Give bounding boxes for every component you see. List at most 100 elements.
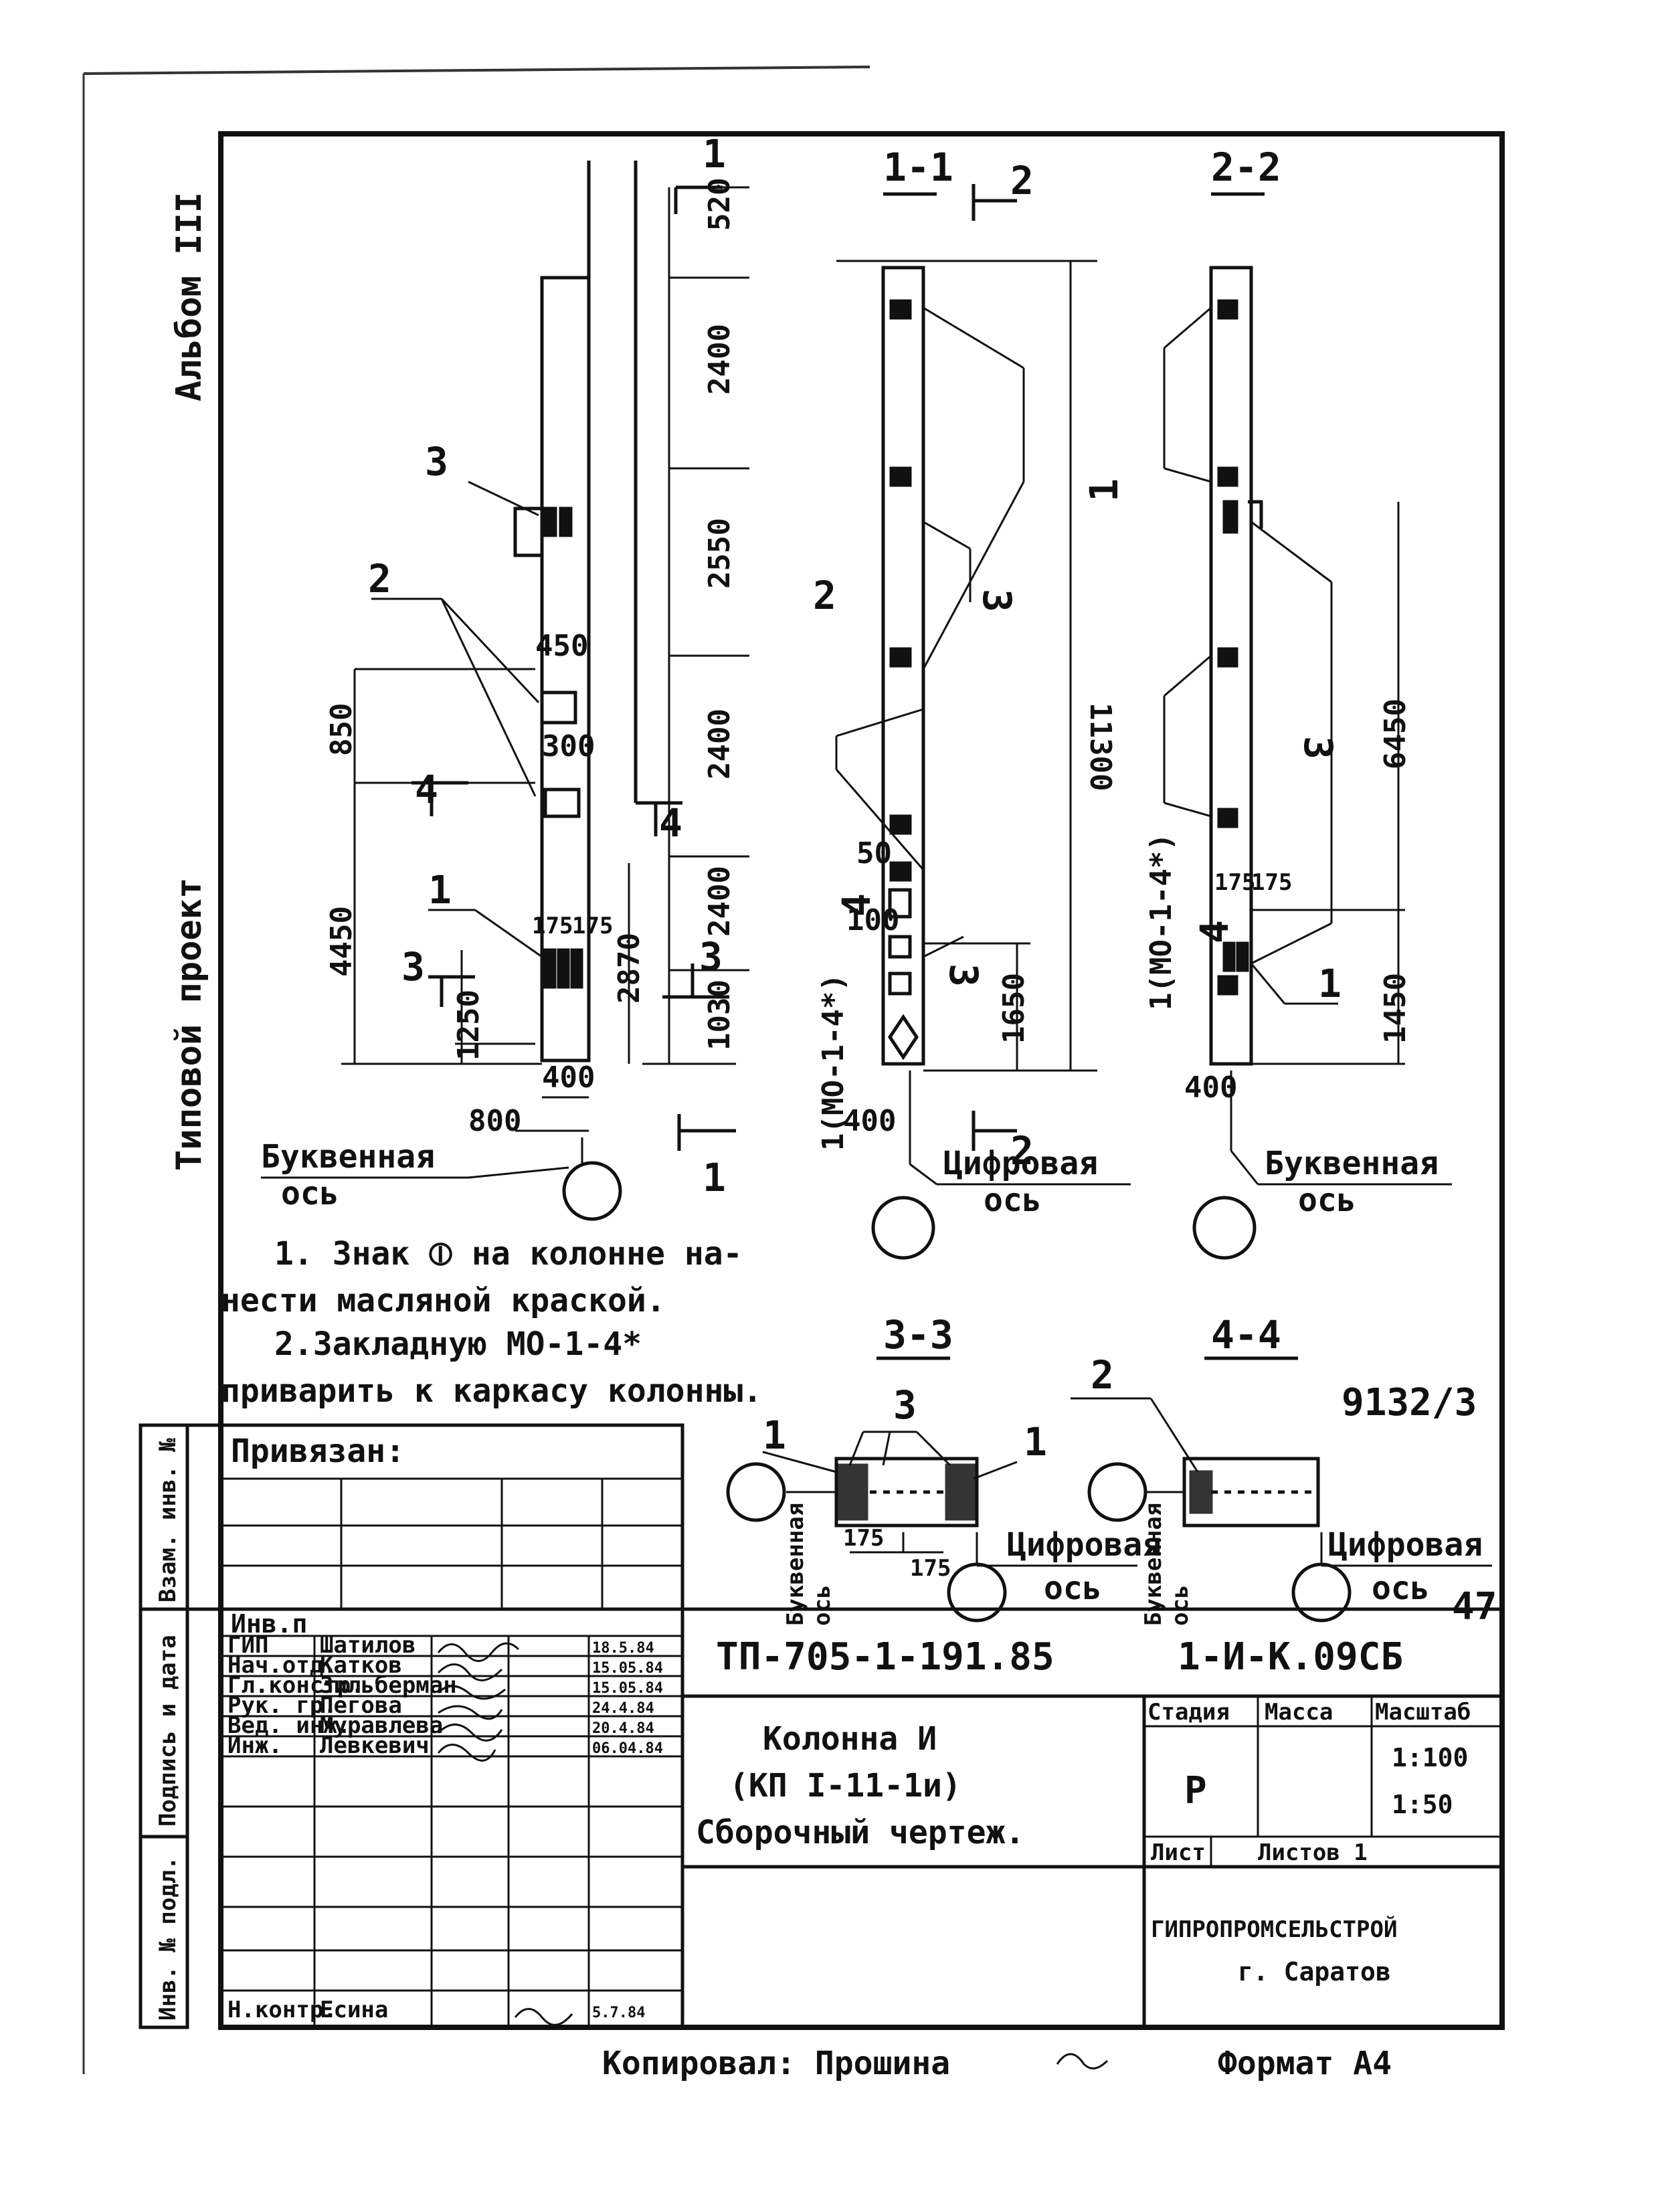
- svg-text:100: 100: [846, 903, 899, 937]
- top-trim-line: [83, 66, 870, 75]
- section-1-1: [835, 184, 1131, 1260]
- svg-text:1: 1: [428, 867, 452, 913]
- album-label: Альбом III: [169, 192, 209, 401]
- svg-text:4: 4: [1192, 920, 1237, 943]
- main-column-elevation: [261, 161, 749, 1221]
- svg-text:ось: ось: [1372, 1570, 1430, 1607]
- svg-text:20.4.84: 20.4.84: [592, 1720, 654, 1737]
- svg-text:1: 1: [1024, 1419, 1047, 1465]
- svg-text:3: 3: [893, 1382, 917, 1428]
- project-label: Типовой проект: [169, 878, 209, 1171]
- svg-text:Муравлева: Муравлева: [320, 1712, 443, 1739]
- section-4-4: [1071, 1356, 1492, 1623]
- svg-text:15.05.84: 15.05.84: [592, 1660, 663, 1677]
- axis-digit-label-1: Цифровая: [943, 1145, 1098, 1182]
- svg-text:Пегова: Пегова: [320, 1692, 402, 1719]
- svg-text:1: 1: [763, 1412, 786, 1458]
- svg-text:2550: 2550: [703, 518, 737, 589]
- svg-text:нести масляной краской.: нести масляной краской.: [221, 1282, 666, 1319]
- organization: ГИПРОПРОМСЕЛЬСТРОЙ: [1151, 1916, 1397, 1943]
- svg-text:4: 4: [834, 893, 879, 917]
- svg-text:ось: ось: [1044, 1570, 1102, 1607]
- svg-text:4: 4: [659, 800, 682, 846]
- sheet-format: Формат А4: [1218, 2045, 1392, 2082]
- svg-text:Инв. № подл.: Инв. № подл.: [155, 1856, 181, 2021]
- svg-text:06.04.84: 06.04.84: [592, 1740, 663, 1757]
- svg-text:Буквенная: Буквенная: [782, 1503, 809, 1626]
- svg-text:175: 175: [532, 913, 573, 939]
- title-block-text: Взам. инв. № Подпись и дата Инв. № подл.…: [155, 1433, 1471, 2023]
- section-title-3-3: 3-3: [883, 1312, 953, 1358]
- svg-text:175: 175: [1214, 869, 1255, 896]
- svg-text:6450: 6450: [1378, 699, 1412, 769]
- svg-text:300: 300: [542, 729, 595, 763]
- svg-text:3: 3: [401, 944, 425, 990]
- svg-text:ось: ось: [1298, 1182, 1356, 1219]
- svg-text:2: 2: [813, 573, 836, 618]
- svg-text:50: 50: [856, 836, 892, 870]
- svg-text:Листов 1: Листов 1: [1258, 1839, 1368, 1866]
- svg-text:520: 520: [703, 178, 737, 231]
- copied-by: Копировал: Прошина: [602, 2045, 950, 2082]
- svg-text:1. Знак ⦶ на колонне на-: 1. Знак ⦶ на колонне на-: [274, 1235, 743, 1273]
- svg-text:Инж.: Инж.: [227, 1732, 282, 1759]
- drawing-title: Колонна И: [763, 1720, 937, 1758]
- sheet-frame: [218, 131, 1505, 2030]
- section-3-3: [726, 1356, 1137, 1623]
- svg-text:1: 1: [703, 1155, 726, 1200]
- svg-text:Масштаб: Масштаб: [1375, 1699, 1471, 1726]
- svg-text:г. Саратов: г. Саратов: [1238, 1957, 1391, 1987]
- svg-text:175: 175: [572, 913, 613, 939]
- svg-text:приварить к каркасу колонны.: приварить к каркасу колонны.: [221, 1372, 762, 1410]
- svg-text:1: 1: [1318, 961, 1342, 1006]
- svg-text:Взам. инв. №: Взам. инв. №: [155, 1438, 181, 1602]
- section-3-3-labels: 3-3 3 1 1 175 175 Буквенная ось Цифровая…: [763, 1312, 1162, 1626]
- svg-text:1:50: 1:50: [1392, 1790, 1453, 1819]
- svg-text:Вед. инж.: Вед. инж.: [227, 1712, 351, 1739]
- svg-text:ГИП: ГИП: [227, 1632, 268, 1659]
- svg-text:(КП I-11-1и): (КП I-11-1и): [729, 1767, 961, 1805]
- section-2-2-labels: 2-2 6450 1450 175 175 400 1(МО-1-4*) 1 1…: [1081, 145, 1439, 1219]
- svg-text:850: 850: [325, 703, 359, 756]
- section-title-4-4: 4-4: [1211, 1312, 1281, 1358]
- svg-text:400: 400: [542, 1061, 595, 1095]
- svg-text:Рук. гр.: Рук. гр.: [227, 1692, 337, 1719]
- svg-text:ось: ось: [1167, 1585, 1194, 1626]
- svg-text:Зильберман: Зильберман: [320, 1672, 457, 1699]
- page-number: 47: [1452, 1585, 1497, 1629]
- svg-text:2400: 2400: [703, 866, 737, 937]
- svg-text:1(МО-1-4*): 1(МО-1-4*): [816, 974, 850, 1151]
- title-block: [139, 1423, 1502, 2029]
- svg-text:Цифровая: Цифровая: [1328, 1526, 1483, 1564]
- svg-text:1450: 1450: [1378, 973, 1412, 1044]
- svg-text:18.5.84: 18.5.84: [592, 1640, 654, 1657]
- svg-text:2: 2: [1091, 1352, 1114, 1398]
- svg-text:1030: 1030: [703, 980, 737, 1050]
- section-2-2: [1163, 192, 1452, 1260]
- svg-text:1250: 1250: [452, 990, 486, 1061]
- svg-text:3: 3: [699, 934, 723, 980]
- svg-text:400: 400: [843, 1104, 896, 1138]
- svg-text:1:100: 1:100: [1392, 1743, 1468, 1772]
- svg-text:Цифровая: Цифровая: [1007, 1526, 1162, 1564]
- svg-text:400: 400: [1184, 1071, 1237, 1105]
- document-code: 1-И-К.09СБ: [1178, 1635, 1403, 1679]
- svg-text:175: 175: [910, 1555, 951, 1582]
- svg-text:Инв.п: Инв.п: [231, 1609, 307, 1639]
- svg-text:Подпись и дата: Подпись и дата: [155, 1635, 181, 1827]
- svg-text:1: 1: [1081, 478, 1127, 502]
- section-title-1-1: 1-1: [883, 145, 953, 190]
- svg-text:Шатилов: Шатилов: [320, 1632, 416, 1659]
- svg-text:3: 3: [974, 589, 1020, 612]
- section-1-1-labels: 1-1 2 2 11300 1650 50 100 400 1(МО-1-4*)…: [813, 145, 1117, 1219]
- svg-text:5.7.84: 5.7.84: [592, 2005, 645, 2021]
- svg-text:2400: 2400: [703, 324, 737, 395]
- svg-text:1(МО-1-4*): 1(МО-1-4*): [1144, 833, 1178, 1010]
- svg-text:11300: 11300: [1083, 703, 1117, 791]
- svg-text:175: 175: [1251, 869, 1292, 896]
- svg-text:3: 3: [425, 439, 448, 484]
- sheet-code: 9132/3: [1342, 1381, 1477, 1424]
- svg-text:3: 3: [941, 963, 986, 987]
- section-4-4-labels: 4-4 2 Буквенная ось Цифровая ось: [1091, 1312, 1483, 1626]
